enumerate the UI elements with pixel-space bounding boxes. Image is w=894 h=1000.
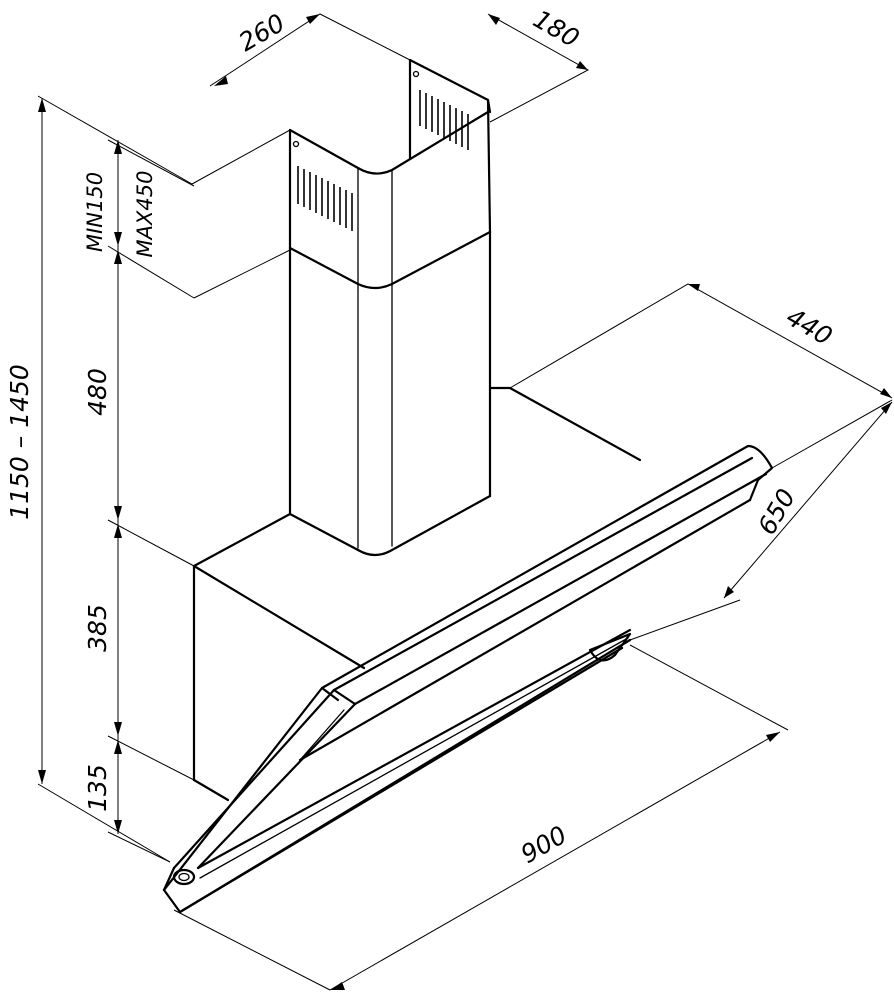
hood-outline [162, 58, 774, 914]
dim-extension-max: MAX450 [133, 171, 157, 258]
dim-chimney-width: 260 [234, 8, 290, 57]
dimension-lines [37, 13, 893, 991]
vent-slots-rear [419, 90, 469, 150]
hood-body [192, 386, 642, 802]
dim-total-height: 1150 – 1450 [5, 364, 34, 520]
dimension-labels: 1150 – 1450 MIN150 MAX450 480 385 135 26… [5, 4, 837, 869]
dim-top-depth: 440 [781, 302, 837, 351]
dim-chimney-depth: 180 [528, 4, 584, 53]
upper-chimney [288, 58, 492, 290]
dimension-arrows [38, 14, 892, 990]
vent-slots-front [297, 166, 353, 231]
dim-chimney-height: 480 [83, 368, 112, 416]
dim-hood-depth: 650 [752, 484, 801, 540]
dim-hood-width: 900 [516, 820, 572, 869]
dim-extension-min: MIN150 [83, 172, 107, 252]
glass-canopy [162, 444, 774, 914]
dim-glass-offset: 135 [83, 764, 112, 812]
dim-body-height: 385 [83, 604, 112, 652]
control-button [172, 868, 196, 886]
lower-chimney [288, 230, 492, 557]
